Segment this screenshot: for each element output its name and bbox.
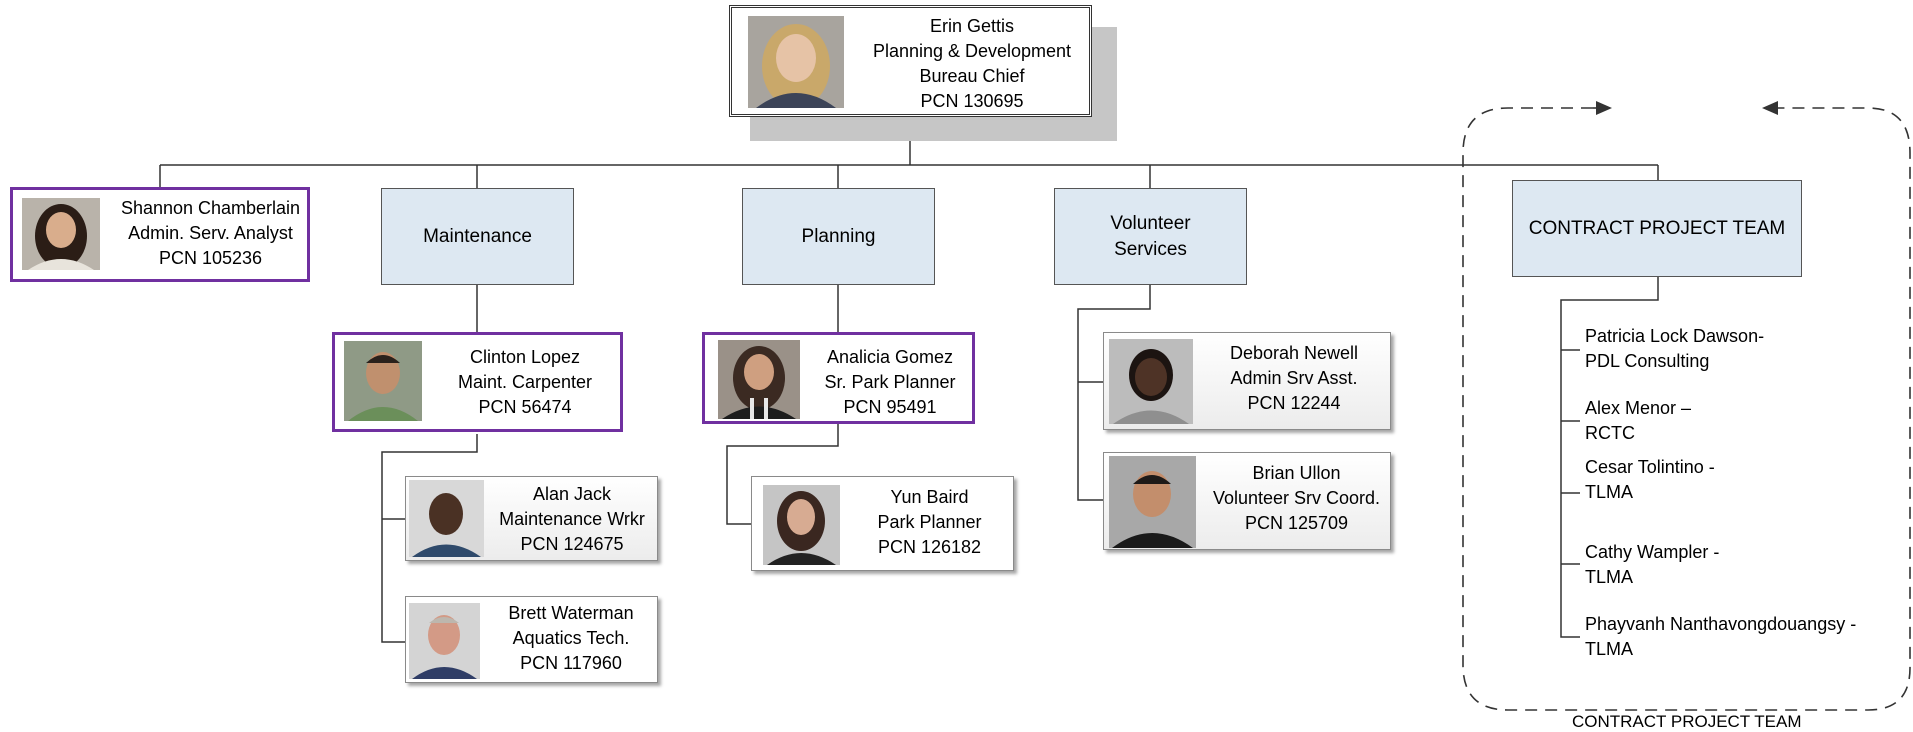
contract-member: Cathy Wampler - TLMA	[1585, 540, 1719, 590]
planning-lead-text: Analicia Gomez Sr. Park Planner PCN 9549…	[805, 345, 975, 420]
chief-card[interactable]: Erin Gettis Planning & Development Burea…	[729, 5, 1092, 117]
contract-member: Cesar Tolintino - TLMA	[1585, 455, 1715, 505]
analyst-card[interactable]: Shannon Chamberlain Admin. Serv. Analyst…	[10, 187, 310, 282]
contract-member-name: Phayvanh Nanthavongdouangsy -	[1585, 614, 1857, 634]
contract-team-footer-label: CONTRACT PROJECT TEAM	[1572, 712, 1802, 731]
deborah-newell-title: Admin Srv Asst.	[1230, 368, 1358, 388]
planning-lead-pcn: PCN 95491	[843, 397, 937, 417]
alan-jack-photo	[409, 480, 484, 557]
yun-baird-name: Yun Baird	[890, 487, 969, 507]
dept-maintenance[interactable]: Maintenance	[381, 188, 574, 285]
planning-lead-name: Analicia Gomez	[826, 347, 954, 367]
brian-ullon-title: Volunteer Srv Coord.	[1212, 488, 1381, 508]
contract-member-name: Cathy Wampler -	[1585, 542, 1720, 562]
maintenance-lead-text: Clinton Lopez Maint. Carpenter PCN 56474	[435, 345, 615, 420]
analyst-pcn: PCN 105236	[158, 248, 263, 268]
yun-baird-text: Yun Baird Park Planner PCN 126182	[852, 485, 1007, 560]
maintenance-lead-pcn: PCN 56474	[478, 397, 572, 417]
brett-waterman-name: Brett Waterman	[508, 603, 634, 623]
contract-member-org: TLMA	[1585, 482, 1634, 502]
contract-member: Alex Menor – RCTC	[1585, 396, 1691, 446]
planning-lead-card[interactable]: Analicia Gomez Sr. Park Planner PCN 9549…	[702, 332, 975, 424]
dept-contract-project-team[interactable]: CONTRACT PROJECT TEAM	[1512, 180, 1802, 277]
alan-jack-name: Alan Jack	[532, 484, 612, 504]
dept-volunteer-label-1: Volunteer	[1110, 212, 1191, 234]
contract-member-name: Cesar Tolintino -	[1585, 457, 1715, 477]
deborah-newell-photo	[1109, 339, 1193, 424]
yun-baird-title: Park Planner	[877, 512, 982, 532]
contract-member: Patricia Lock Dawson- PDL Consulting	[1585, 324, 1764, 374]
contract-member-org: RCTC	[1585, 423, 1635, 443]
deborah-newell-card[interactable]: Deborah Newell Admin Srv Asst. PCN 12244	[1103, 332, 1391, 430]
yun-baird-photo	[763, 485, 840, 565]
chief-line2: Planning & Development	[872, 41, 1072, 61]
dept-planning-label: Planning	[801, 225, 876, 247]
contract-member-name: Patricia Lock Dawson-	[1585, 326, 1765, 346]
chief-line3: Bureau Chief	[919, 66, 1025, 86]
deborah-newell-pcn: PCN 12244	[1247, 393, 1341, 413]
chief-photo	[748, 16, 844, 108]
analyst-name: Shannon Chamberlain	[120, 198, 301, 218]
brian-ullon-text: Brian Ullon Volunteer Srv Coord. PCN 125…	[1204, 461, 1389, 536]
chief-pcn: PCN 130695	[920, 91, 1024, 111]
contract-team-box-label: CONTRACT PROJECT TEAM	[1528, 217, 1786, 239]
alan-jack-text: Alan Jack Maintenance Wrkr PCN 124675	[488, 482, 656, 557]
alan-jack-title: Maintenance Wrkr	[499, 509, 645, 529]
dept-maintenance-label: Maintenance	[423, 225, 532, 247]
contract-member-org: TLMA	[1585, 639, 1634, 659]
brett-waterman-card[interactable]: Brett Waterman Aquatics Tech. PCN 117960	[405, 596, 658, 683]
analyst-title: Admin. Serv. Analyst	[128, 223, 293, 243]
dept-volunteer-label-2: Services	[1114, 238, 1187, 260]
brian-ullon-name: Brian Ullon	[1252, 463, 1341, 483]
dept-planning[interactable]: Planning	[742, 188, 935, 285]
deborah-newell-text: Deborah Newell Admin Srv Asst. PCN 12244	[1204, 341, 1384, 416]
planning-lead-photo	[718, 340, 800, 419]
planning-lead-title: Sr. Park Planner	[824, 372, 956, 392]
brian-ullon-card[interactable]: Brian Ullon Volunteer Srv Coord. PCN 125…	[1103, 452, 1391, 550]
brian-ullon-pcn: PCN 125709	[1244, 513, 1349, 533]
brett-waterman-photo	[409, 603, 480, 679]
maintenance-lead-card[interactable]: Clinton Lopez Maint. Carpenter PCN 56474	[332, 332, 623, 432]
maintenance-lead-title: Maint. Carpenter	[457, 372, 593, 392]
brett-waterman-text: Brett Waterman Aquatics Tech. PCN 117960	[486, 601, 656, 676]
yun-baird-pcn: PCN 126182	[877, 537, 982, 557]
brian-ullon-photo	[1109, 456, 1196, 548]
chief-text: Erin Gettis Planning & Development Burea…	[862, 14, 1082, 114]
contract-member-org: TLMA	[1585, 567, 1634, 587]
contract-member: Phayvanh Nanthavongdouangsy - TLMA	[1585, 612, 1856, 662]
maintenance-lead-name: Clinton Lopez	[469, 347, 581, 367]
contract-member-org: PDL Consulting	[1585, 351, 1710, 371]
brett-waterman-title: Aquatics Tech.	[512, 628, 630, 648]
maintenance-lead-photo	[344, 341, 422, 421]
deborah-newell-name: Deborah Newell	[1229, 343, 1359, 363]
brett-waterman-pcn: PCN 117960	[520, 653, 622, 673]
contract-member-name: Alex Menor –	[1585, 398, 1692, 418]
chief-name: Erin Gettis	[929, 16, 1015, 36]
analyst-text: Shannon Chamberlain Admin. Serv. Analyst…	[108, 196, 313, 271]
dept-volunteer-services[interactable]: Volunteer Services	[1054, 188, 1247, 285]
alan-jack-card[interactable]: Alan Jack Maintenance Wrkr PCN 124675	[405, 476, 658, 561]
alan-jack-pcn: PCN 124675	[520, 534, 624, 554]
analyst-photo	[22, 198, 100, 270]
yun-baird-card[interactable]: Yun Baird Park Planner PCN 126182	[751, 476, 1014, 571]
